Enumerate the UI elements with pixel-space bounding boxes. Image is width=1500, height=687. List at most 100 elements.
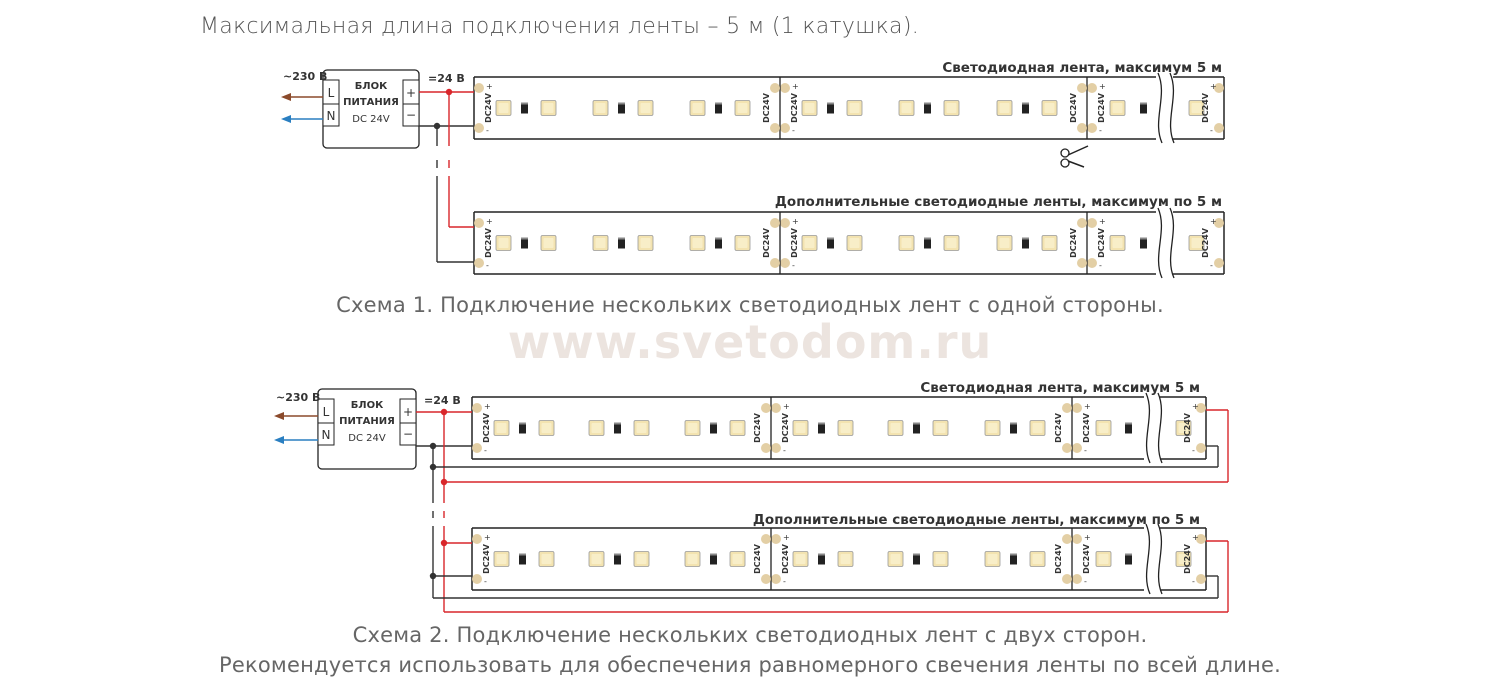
power-supply-model: DC 24V [352, 114, 390, 125]
scheme2-short-seg-1: DC24V DC24V [753, 534, 1132, 584]
scheme1-tail-extra-marking: DC24V [1201, 227, 1210, 258]
scheme2-strip-main-pad-minus-sign: - [783, 446, 786, 455]
scheme2-strip-main: +-DC24V+-DC24V+-DC24V [471, 396, 1151, 460]
scheme1-marking: DC24V [1069, 227, 1078, 258]
scheme2-strip-extra-pad-plus-sign: + [1084, 533, 1091, 542]
terminal-L-label: L [323, 405, 330, 419]
scheme1-strip-extra-resistor-cap [827, 237, 834, 240]
scheme2-strip-extra-resistor-cap [913, 553, 920, 556]
scheme1-strip-main-resistor-cap [618, 102, 625, 105]
scissors-blade-1 [1067, 145, 1089, 156]
scissors-icon [1060, 145, 1089, 168]
scheme1-strip-extra-resistor [1022, 237, 1029, 249]
scheme2-tail-main-pad-plus [1196, 403, 1206, 413]
scheme2-strip-main-led-chip-lens [890, 423, 901, 433]
scheme1-strip-main-led-chip-lens [498, 103, 509, 113]
scheme2-strip-extra-resistor-cap [614, 553, 621, 556]
scheme1-strip-extra-resistor [521, 237, 528, 249]
scheme2-strip-extra-led-chip-lens [591, 554, 602, 564]
scheme1-resistor [1140, 102, 1147, 114]
scheme1-break-main [1156, 72, 1176, 144]
scheme1-strip-main-pad-plus [1087, 83, 1097, 93]
scheme2-strip-main-led-chip-lens [987, 423, 998, 433]
scheme1-strip-extra-pad-plus-sign: + [486, 217, 493, 226]
scheme2-strip-main-resistor [519, 422, 526, 434]
scheme2-strip-extra-marking: DC24V [1082, 543, 1091, 574]
scheme1-tail-extra-pad-minus-sign: - [1210, 261, 1213, 270]
scheme1-strip-main-resistor-cap [521, 102, 528, 105]
scheme1-caption: Схема 1. Подключение нескольких светодио… [336, 293, 1164, 317]
terminal-N-box [317, 422, 335, 446]
scheme2-marking: DC24V [1054, 543, 1063, 574]
scheme1-strip-main-resistor [1022, 102, 1029, 114]
terminal-minus-box [399, 422, 417, 446]
scheme1-strip-extra-pad-plus [780, 218, 790, 228]
power-supply-title-line2: ПИТАНИЯ [343, 97, 399, 108]
scheme1-marking: DC24V [762, 227, 771, 258]
scheme2-strip-main-led-chip-lens [591, 423, 602, 433]
scheme1-strip-main-resistor [827, 102, 834, 114]
scheme1-strip-main-marking: DC24V [484, 92, 493, 123]
scheme1-pad-minus [1077, 258, 1087, 268]
scissors-ring-2 [1060, 158, 1070, 168]
scheme1-tail-main-pad-plus [1214, 83, 1224, 93]
scheme2-strip-main-pad-plus-sign: + [783, 402, 790, 411]
scheme1-strip-extra-led-chip-lens [640, 238, 651, 248]
scheme1-strip-main-pad-plus-sign: + [792, 82, 799, 91]
scheme1-strip-main-marking: DC24V [1097, 92, 1106, 123]
scheme2-tail-extra-pad-minus [1196, 574, 1206, 584]
scheme1-strip-main-pad-plus-sign: + [486, 82, 493, 91]
scheme1-strip-main-pad-minus-sign: - [1099, 126, 1102, 135]
scheme2-strip-extra-resistor [519, 553, 526, 565]
scheme1-strip-main-led-chip-lens [999, 103, 1010, 113]
scheme2-strip-extra-pad-minus-sign: - [783, 577, 786, 586]
scheme1-strip-extra-led-chip-lens [498, 238, 509, 248]
scheme2-marking: DC24V [753, 412, 762, 443]
watermark: www.svetodom.ru [507, 315, 993, 369]
scheme2-strip-extra-marking: DC24V [781, 543, 790, 574]
scheme1-strip-extra-marking: DC24V [1097, 227, 1106, 258]
scheme2-strip-extra-resistor [818, 553, 825, 565]
scheme2-strip-main-pad-plus [472, 403, 482, 413]
scheme1-short-seg-1: DC24V DC24V [762, 218, 1147, 268]
scheme1-marking: DC24V [762, 92, 771, 123]
scheme2-strip-main-resistor-cap [913, 422, 920, 425]
scheme1-strip-main-resistor [924, 102, 931, 114]
scheme2-tail-main-pad-plus-sign: + [1192, 402, 1199, 411]
scheme1-strip-main-led-chip-lens [543, 103, 554, 113]
scheme2-tail-extra-pad-plus-sign: + [1192, 533, 1199, 542]
scheme2-strip-extra-pad-plus-sign: + [783, 533, 790, 542]
scheme2-pad-minus [1062, 574, 1072, 584]
scheme2-strip-main-resistor [818, 422, 825, 434]
scheme1-strip-extra-resistor-cap [618, 237, 625, 240]
scheme2-tail-extra-led-chip-lens [1178, 554, 1189, 564]
scheme1-strip-main-resistor [618, 102, 625, 114]
scheme2-break-main-wave-1 [1145, 392, 1151, 464]
scheme2-input-voltage-label: ~230 В [276, 391, 320, 404]
scheme1-strip-extra-pad-plus [1087, 218, 1097, 228]
scheme1-strip-extra-led-chip-lens [595, 238, 606, 248]
scheme2-marking: DC24V [753, 543, 762, 574]
scheme2-strip-main-pad-minus [771, 443, 781, 453]
scheme2-strip-main-resistor [614, 422, 621, 434]
scheme1-input-voltage-label: ~230 В [283, 70, 327, 83]
scheme2-strip-extra-led-chip-lens [935, 554, 946, 564]
scheme2-strip-main-led-chip-lens [1032, 423, 1043, 433]
scheme2-strip-extra-pad-plus [771, 534, 781, 544]
scheme2-strip-main-pad-minus [472, 443, 482, 453]
scheme2-strip-main-resistor-cap [818, 422, 825, 425]
scheme2-strip-main-marking: DC24V [1082, 412, 1091, 443]
scheme2-strip-main-bg [472, 397, 1150, 459]
scheme2-strip-extra-pad-minus-sign: - [1084, 577, 1087, 586]
scheme1-pad-plus [770, 218, 780, 228]
scheme1-strip-main-led-chip-lens [640, 103, 651, 113]
scheme2-strip-main-resistor [913, 422, 920, 434]
scheme1-resistor-cap [1140, 237, 1147, 240]
scheme1-strip-main-led-chip-lens [946, 103, 957, 113]
scheme2-strip-main-led-chip-lens [795, 423, 806, 433]
scheme1-pad-minus [770, 123, 780, 133]
scheme2-strip-extra-label: Дополнительные светодиодные ленты, макси… [753, 512, 1200, 528]
scheme2-break-extra [1144, 523, 1164, 595]
